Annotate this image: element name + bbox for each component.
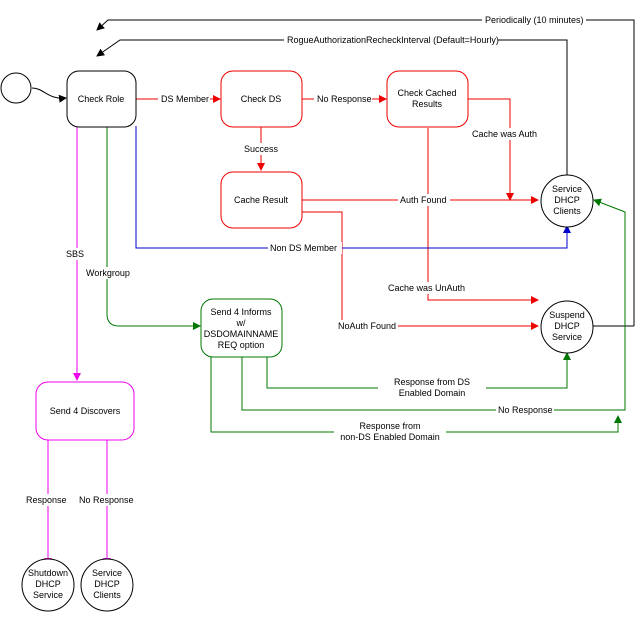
suspend-dhcp-service-node [540, 300, 594, 354]
suspend-dhcp-label-1: Suspend [549, 310, 585, 320]
check-cached-label-1: Check Cached [397, 88, 456, 98]
connector-no-response-mid [241, 198, 626, 411]
send-discovers-label: Send 4 Discovers [50, 406, 121, 416]
service-dhcp-bottom-label-2: DHCP [94, 579, 120, 589]
label-no-response-mid: No Response [498, 405, 553, 415]
shutdown-dhcp-label-3: Service [33, 590, 63, 600]
connector-rogue-interval [96, 39, 568, 176]
label-response-bottom: Response [26, 495, 67, 505]
label-success: Success [244, 144, 279, 154]
label-sbs: SBS [66, 249, 84, 259]
send-informs-label-2: w/ [236, 318, 246, 328]
label-no-response-bottom: No Response [79, 495, 134, 505]
connector-non-ds-member [135, 126, 571, 249]
label-cache-was-unauth: Cache was UnAuth [388, 283, 465, 293]
label-noauth-found: NoAuth Found [338, 321, 396, 331]
connector-workgroup [106, 127, 201, 330]
shutdown-dhcp-service-node [21, 558, 75, 612]
connector-periodically [96, 19, 635, 326]
start-node [0, 72, 32, 104]
service-dhcp-label-2: DHCP [554, 195, 580, 205]
service-dhcp-label-3: Clients [553, 206, 581, 216]
label-response-ds-1: Response from DS [394, 377, 470, 387]
cache-result-node [220, 171, 303, 229]
label-response-ds-2: Enabled Domain [399, 388, 466, 398]
check-role-node [66, 70, 137, 128]
send-informs-node [200, 298, 283, 358]
suspend-dhcp-label-3: Service [552, 332, 582, 342]
service-dhcp-clients-bottom-node [80, 558, 134, 612]
cache-result-label: Cache Result [234, 195, 289, 205]
send-informs-label-4: REQ option [218, 340, 265, 350]
label-non-ds-member: Non DS Member [270, 243, 337, 253]
shutdown-dhcp-label-1: Shutdown [28, 568, 68, 578]
check-ds-node [220, 70, 303, 128]
check-cached-node [386, 70, 469, 128]
label-rogue-interval: RogueAuthorizationRecheckInterval (Defau… [287, 35, 499, 45]
service-dhcp-bottom-label-3: Clients [93, 590, 121, 600]
connector-cache-was-auth [468, 98, 514, 201]
send-informs-label-1: Send 4 Informs [210, 307, 272, 317]
send-discovers-node [35, 381, 135, 441]
check-cached-label-2: Results [412, 99, 443, 109]
check-role-label: Check Role [78, 94, 125, 104]
connector-cache-was-unauth [427, 128, 539, 304]
shutdown-dhcp-label-2: DHCP [35, 579, 61, 589]
send-informs-label-3: DSDOMAINNAME [204, 329, 279, 339]
service-dhcp-clients-node [540, 174, 594, 228]
label-ds-member: DS Member [161, 94, 209, 104]
label-cache-was-auth: Cache was Auth [472, 129, 537, 139]
connector-start-to-check-role [31, 87, 67, 103]
label-response-non-ds-2: non-DS Enabled Domain [340, 432, 440, 442]
connector-noauth-found [302, 211, 539, 330]
label-no-response-top: No Response [317, 94, 372, 104]
label-workgroup: Workgroup [86, 268, 130, 278]
suspend-dhcp-label-2: DHCP [554, 321, 580, 331]
service-dhcp-label-1: Service [552, 184, 582, 194]
check-ds-label: Check DS [241, 94, 282, 104]
label-periodically: Periodically (10 minutes) [485, 15, 584, 25]
label-response-non-ds-1: Response from [359, 421, 420, 431]
service-dhcp-bottom-label-1: Service [92, 568, 122, 578]
label-auth-found: Auth Found [400, 195, 447, 205]
